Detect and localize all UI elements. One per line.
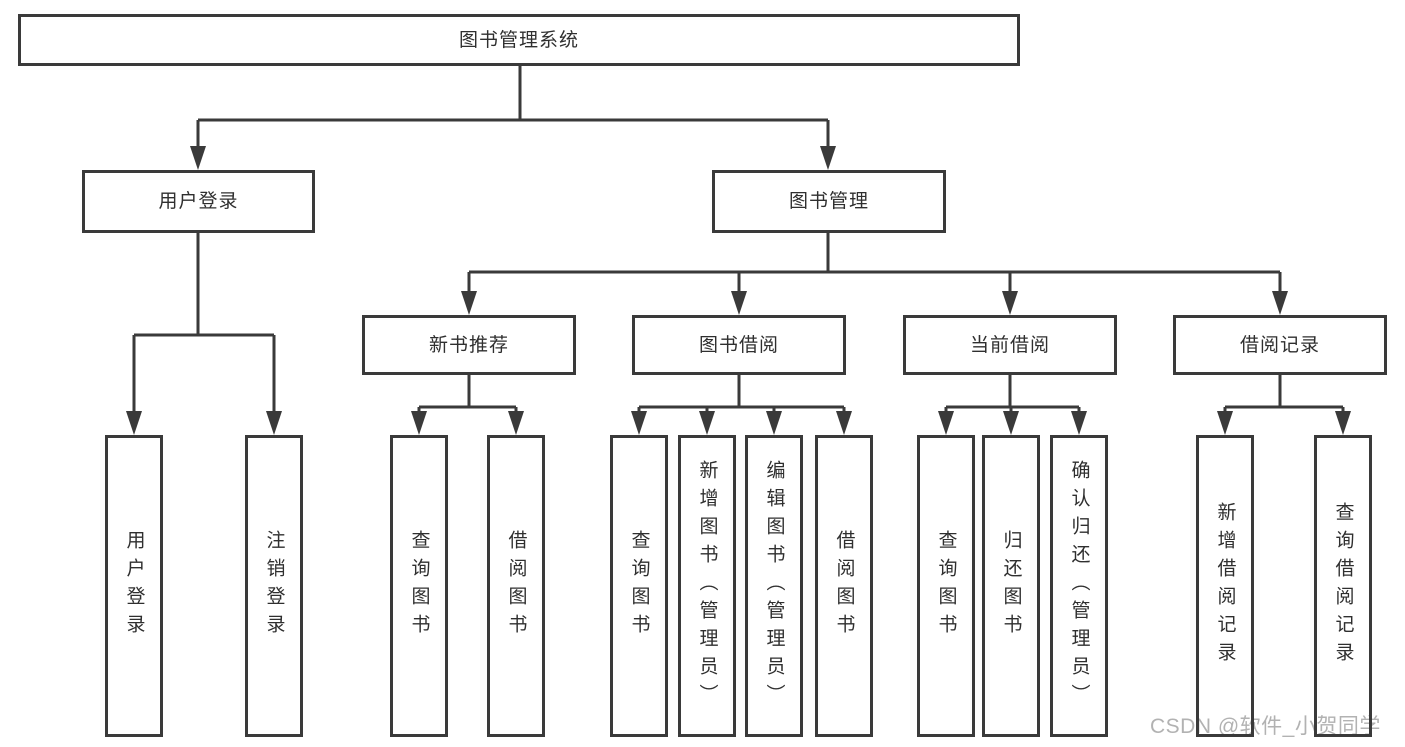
- arrow-down-icon: [190, 146, 206, 170]
- leaf-label: 借阅图书: [833, 530, 855, 642]
- leaf-query-books-borrow: 查询图书: [610, 435, 668, 737]
- arrow-down-icon: [508, 411, 524, 435]
- node-library-management-system: 图书管理系统: [18, 14, 1020, 66]
- leaf-label: 查询图书: [408, 530, 430, 642]
- arrow-down-icon: [126, 411, 142, 435]
- arrow-down-icon: [1071, 411, 1087, 435]
- leaf-label: 新增图书（管理员）: [696, 460, 718, 712]
- arrow-down-icon: [1003, 411, 1019, 435]
- leaf-query-books-current: 查询图书: [917, 435, 975, 737]
- node-label: 图书借阅: [698, 334, 779, 356]
- arrow-down-icon: [411, 411, 427, 435]
- leaf-query-books-recommend: 查询图书: [390, 435, 448, 737]
- arrow-down-icon: [461, 291, 477, 315]
- arrow-down-icon: [766, 411, 782, 435]
- connector-user-login: [132, 233, 276, 413]
- leaf-return-books: 归还图书: [982, 435, 1040, 737]
- node-book-management: 图书管理: [712, 170, 946, 233]
- arrowheads: [126, 146, 1351, 435]
- leaf-user-login: 用户登录: [105, 435, 163, 737]
- node-label: 借阅记录: [1239, 334, 1320, 356]
- leaf-edit-book-admin: 编辑图书（管理员）: [745, 435, 803, 737]
- connector-new-book: [417, 375, 518, 413]
- arrow-down-icon: [1002, 291, 1018, 315]
- node-label: 用户登录: [158, 191, 239, 212]
- connector-book-management: [467, 233, 1282, 293]
- leaf-label: 借阅图书: [505, 530, 527, 642]
- leaf-label: 确认归还（管理员）: [1068, 460, 1090, 712]
- arrow-down-icon: [1217, 411, 1233, 435]
- leaf-label: 注销登录: [263, 530, 285, 642]
- node-label: 图书管理: [788, 191, 869, 212]
- leaf-label: 用户登录: [123, 530, 145, 642]
- watermark: CSDN @软件_小贺同学: [1150, 715, 1381, 738]
- leaf-borrow-books-recommend: 借阅图书: [487, 435, 545, 737]
- arrow-down-icon: [1272, 291, 1288, 315]
- node-borrowing-records: 借阅记录: [1173, 315, 1387, 375]
- node-current-borrowing: 当前借阅: [903, 315, 1117, 375]
- arrow-down-icon: [266, 411, 282, 435]
- leaf-add-book-admin: 新增图书（管理员）: [678, 435, 736, 737]
- connector-borrow-records: [1223, 375, 1345, 413]
- arrow-down-icon: [699, 411, 715, 435]
- node-label: 图书管理系统: [458, 29, 579, 51]
- node-label: 当前借阅: [969, 334, 1050, 356]
- arrow-down-icon: [1335, 411, 1351, 435]
- leaf-borrow-books: 借阅图书: [815, 435, 873, 737]
- connector-current-borrow: [944, 375, 1081, 413]
- connector-root: [196, 66, 830, 150]
- leaf-query-borrow-record: 查询借阅记录: [1314, 435, 1372, 737]
- leaf-label: 编辑图书（管理员）: [763, 460, 785, 712]
- leaf-label: 查询借阅记录: [1332, 502, 1354, 670]
- leaf-confirm-return-admin: 确认归还（管理员）: [1050, 435, 1108, 737]
- node-user-login: 用户登录: [82, 170, 315, 233]
- leaf-label: 查询图书: [628, 530, 650, 642]
- arrow-down-icon: [820, 146, 836, 170]
- leaf-label: 查询图书: [935, 530, 957, 642]
- leaf-label: 新增借阅记录: [1214, 502, 1236, 670]
- node-label: 新书推荐: [428, 334, 509, 356]
- arrow-down-icon: [631, 411, 647, 435]
- leaf-logout: 注销登录: [245, 435, 303, 737]
- leaf-add-borrow-record: 新增借阅记录: [1196, 435, 1254, 737]
- arrow-down-icon: [836, 411, 852, 435]
- leaf-label: 归还图书: [1000, 530, 1022, 642]
- node-book-borrowing: 图书借阅: [632, 315, 846, 375]
- connector-book-borrow: [637, 375, 846, 413]
- arrow-down-icon: [731, 291, 747, 315]
- node-new-book-recommendation: 新书推荐: [362, 315, 576, 375]
- arrow-down-icon: [938, 411, 954, 435]
